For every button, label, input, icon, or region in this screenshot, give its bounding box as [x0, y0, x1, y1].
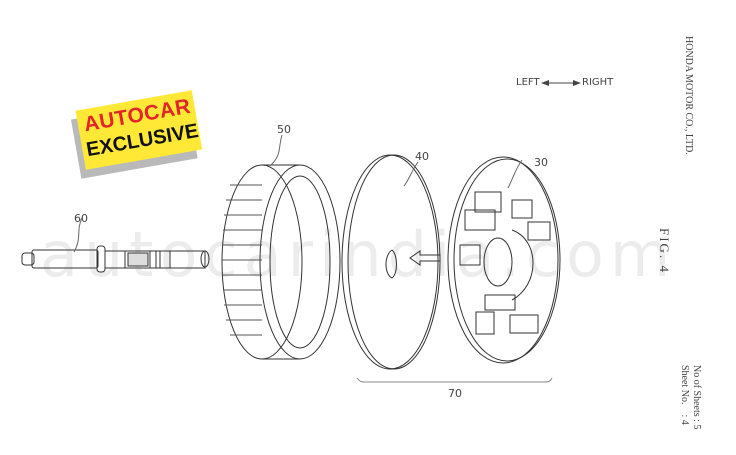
part-label-40: 40 — [415, 150, 429, 163]
shaft-60 — [21, 217, 210, 273]
double-arrow-icon — [541, 80, 581, 86]
direction-right: RIGHT — [582, 77, 614, 88]
part-label-70: 70 — [448, 387, 462, 400]
stator-50 — [221, 134, 341, 360]
part-label-30: 30 — [534, 156, 548, 169]
direction-left: LEFT — [516, 77, 540, 88]
disc-40 — [341, 154, 441, 370]
brush-holder-30 — [447, 156, 561, 364]
part-label-50: 50 — [277, 123, 291, 136]
part-label-60: 60 — [74, 212, 88, 225]
